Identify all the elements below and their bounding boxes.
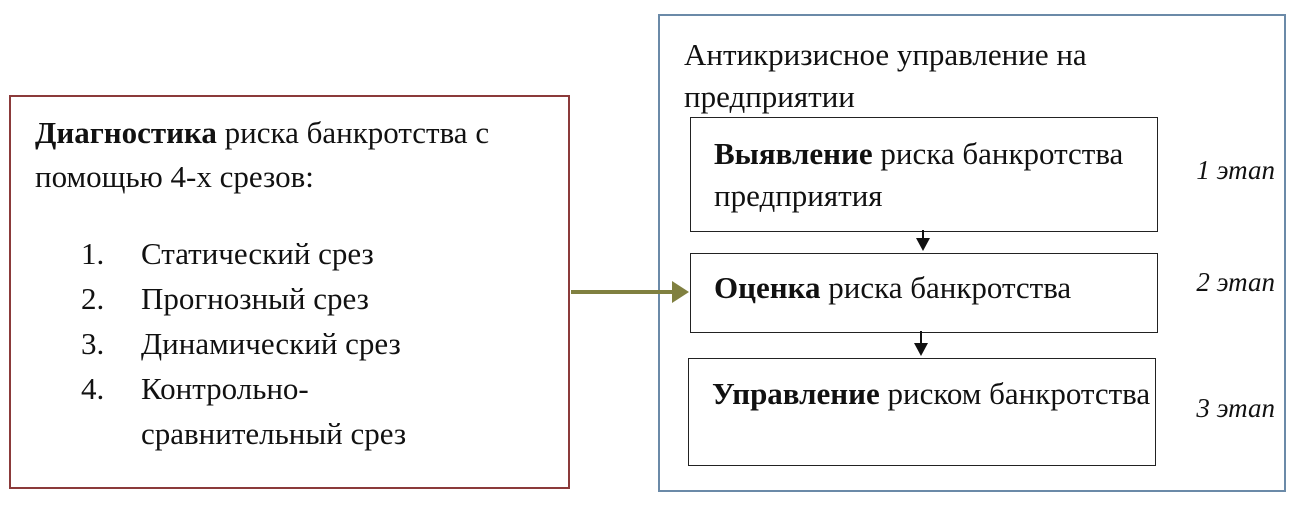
stage-box-assessment: Оценка риска банкротства: [690, 253, 1158, 333]
diagnostics-box: Диагностика риска банкротства с помощью …: [9, 95, 570, 489]
crisis-management-title: Антикризисное управление на предприятии: [684, 37, 1087, 114]
stage-label-1: 1 этап: [1196, 155, 1275, 185]
list-item-text: Прогнозный срез: [141, 281, 369, 316]
list-item-text: Статический срез: [141, 236, 374, 271]
list-item-number: 3.: [81, 326, 105, 361]
diagnostics-heading: Диагностика риска банкротства с помощью …: [35, 111, 555, 199]
list-item-text: Контрольно-сравнительный срез: [141, 371, 407, 451]
stage-rest-text: риска банкротства: [820, 270, 1072, 305]
list-item: 4. Контрольно-сравнительный срез: [81, 366, 471, 456]
stage-bold-text: Оценка: [714, 270, 821, 305]
stage-bold-text: Управление: [712, 376, 880, 411]
slice-list: 1. Статический срез 2. Прогнозный срез 3…: [81, 231, 471, 456]
stage-bold-text: Выявление: [714, 136, 873, 171]
diagnostics-heading-rest: риска банкротства с помощью 4-х срезов:: [35, 115, 490, 194]
stage-label-2: 2 этап: [1196, 267, 1275, 297]
list-item-number: 1.: [81, 236, 105, 271]
list-item-text: Динамический срез: [141, 326, 401, 361]
crisis-management-box: Антикризисное управление на предприятии …: [658, 14, 1286, 492]
stage-box-identification: Выявление риска банкротства предприятия: [690, 117, 1158, 232]
list-item: 2. Прогнозный срез: [81, 276, 471, 321]
diagnostics-heading-bold: Диагностика: [35, 115, 217, 150]
stage-rest-text: риском банкротства: [879, 376, 1151, 411]
list-item: 3. Динамический срез: [81, 321, 471, 366]
list-item-number: 4.: [81, 371, 105, 406]
stage-label-3: 3 этап: [1196, 393, 1275, 423]
stage-box-management: Управление риском банкротства: [688, 358, 1156, 466]
list-item-number: 2.: [81, 281, 105, 316]
stage-rest-text: риска банкротства предприятия: [714, 136, 1124, 213]
list-item: 1. Статический срез: [81, 231, 471, 276]
